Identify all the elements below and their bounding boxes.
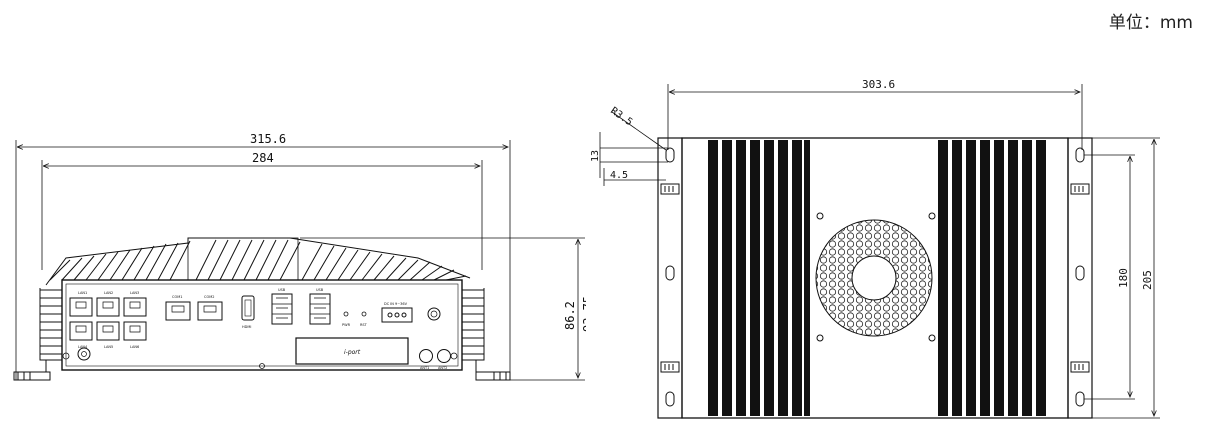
svg-text:PWR: PWR	[342, 323, 351, 327]
svg-text:USB: USB	[316, 288, 324, 292]
svg-text:COM2: COM2	[204, 295, 214, 299]
dimension-width-inner	[41, 160, 483, 270]
svg-text:ANT2: ANT2	[438, 366, 447, 370]
lan-ports	[69, 297, 147, 341]
dim-284: 284	[252, 151, 274, 165]
dimension-height	[300, 237, 585, 381]
unit-label: 单位：mm	[1108, 13, 1193, 33]
dim-205: 205	[1141, 270, 1154, 290]
fin-block-left	[708, 140, 810, 416]
dc-in-terminal	[381, 307, 413, 323]
chassis-body	[681, 137, 1069, 419]
svg-text:LAN1: LAN1	[78, 291, 87, 295]
usb-ports	[271, 293, 331, 325]
dim-180: 180	[1117, 268, 1130, 288]
front-view: 315.6 284	[13, 132, 585, 381]
dimension-width-top	[667, 84, 1083, 150]
iport-label: i-port	[344, 349, 361, 356]
front-panel	[61, 279, 463, 371]
svg-text:DC IN 9~36V: DC IN 9~36V	[384, 302, 408, 306]
dim-315-6: 315.6	[250, 132, 286, 146]
led-pwr	[343, 311, 349, 317]
led-rst	[361, 311, 367, 317]
svg-text:HDMI: HDMI	[242, 325, 251, 329]
top-view	[599, 84, 1160, 419]
svg-text:RST: RST	[360, 323, 368, 327]
dim-86-2: 86.2	[563, 301, 577, 330]
hdmi-port	[241, 295, 255, 321]
svg-text:LAN4: LAN4	[78, 345, 88, 349]
fin-block-right	[938, 140, 1046, 416]
bracket-slots	[660, 147, 1090, 407]
ground-screw	[77, 347, 91, 361]
svg-text:LAN3: LAN3	[130, 291, 139, 295]
antenna-1	[419, 349, 433, 363]
dim-13: 13	[590, 150, 601, 162]
dimension-width-overall	[15, 140, 511, 380]
right-bracket	[1067, 137, 1093, 419]
front-port-labels: LAN1 LAN2 LAN3 LAN4 LAN5 LAN6 COM1 COM2 …	[78, 288, 447, 370]
dimension-slot	[599, 111, 668, 186]
svg-text:LAN6: LAN6	[130, 345, 139, 349]
side-fins	[39, 288, 485, 361]
heatsink-fins	[45, 237, 471, 286]
svg-text:ANT1: ANT1	[420, 366, 429, 370]
svg-text:USB: USB	[278, 288, 286, 292]
dim-303-6: 303.6	[862, 78, 895, 91]
iport-panel	[295, 337, 409, 365]
antenna-2	[437, 349, 451, 363]
svg-text:LAN5: LAN5	[104, 345, 113, 349]
svg-text:COM1: COM1	[172, 295, 182, 299]
com-ports	[165, 301, 223, 321]
power-button	[427, 307, 441, 321]
dimension-heights	[1084, 137, 1160, 419]
svg-text:LAN2: LAN2	[104, 291, 113, 295]
dim-4-5: 4.5	[610, 170, 628, 181]
